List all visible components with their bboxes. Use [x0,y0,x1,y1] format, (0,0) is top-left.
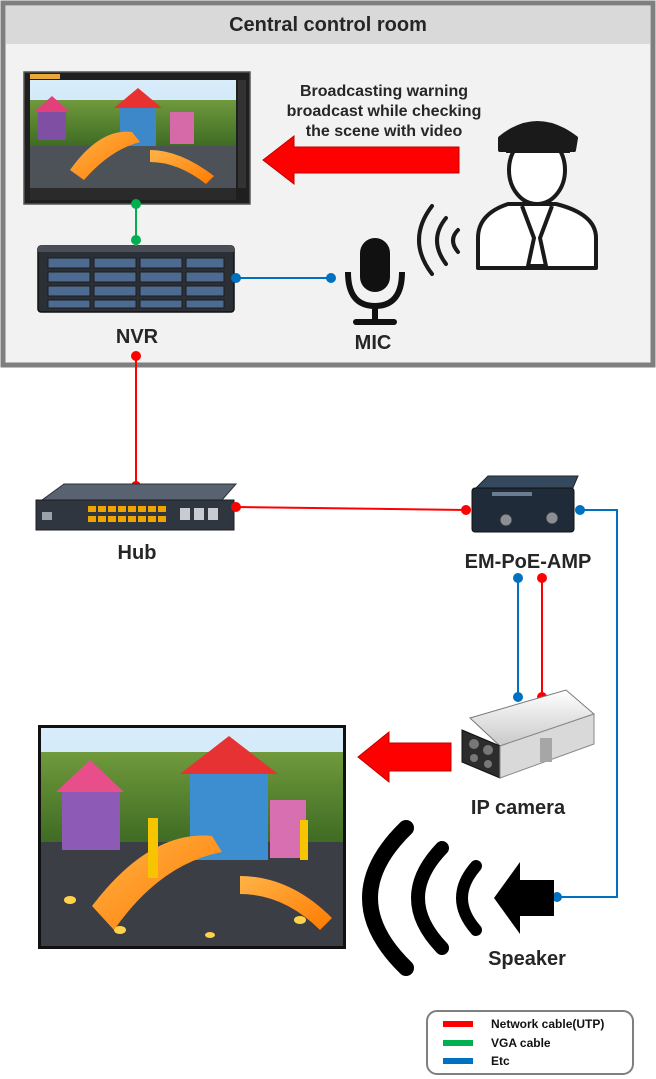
legend-label-etc: Etc [491,1054,510,1068]
legend: Network cable(UTP) VGA cable Etc [426,1010,634,1075]
broadcast-note-line2: broadcast while checking [287,103,482,120]
playground-scene-image [38,725,346,949]
microphone-icon [345,238,405,325]
cable-nvr-hub [131,351,141,491]
cable-hub-amp [231,502,471,515]
nvr-label: NVR [116,326,159,348]
broadcast-note: Broadcasting warning broadcast while che… [287,83,482,140]
cable-monitor-nvr [131,199,141,246]
cable-amp-camera-etc [513,573,523,702]
operator-icon [476,121,598,270]
hub-label: Hub [118,542,157,564]
cable-amp-camera-network [537,573,547,702]
speaker-icon [362,820,554,976]
broadcast-arrow [262,134,460,186]
broadcast-note-line1: Broadcasting warning [300,83,468,100]
cable-amp-speaker [552,505,618,902]
mic-label: MIC [355,332,392,354]
legend-label-vga: VGA cable [491,1036,551,1050]
amp-label: EM-PoE-AMP [465,551,592,573]
ip-camera-icon [461,689,595,779]
amplifier-icon [471,475,579,533]
camera-label: IP camera [471,797,566,819]
cable-nvr-mic [231,273,336,283]
nvr-server-icon [37,245,235,313]
room-title: Central control room [229,14,427,36]
monitor-icon [23,71,251,205]
speaker-label: Speaker [488,948,566,970]
camera-view-arrow [357,730,452,784]
legend-label-network: Network cable(UTP) [491,1017,604,1031]
broadcast-note-line3: the scene with video [306,123,463,140]
network-switch-icon [35,483,238,531]
sound-wave-icon [417,204,460,276]
